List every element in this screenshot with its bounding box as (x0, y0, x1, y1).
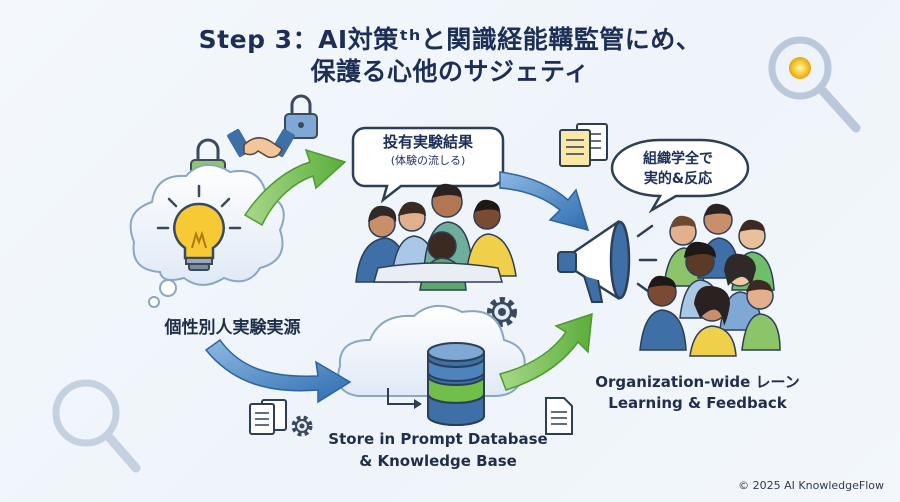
organization-label: Organization-wide レーン Learning & Feedbac… (575, 372, 820, 414)
shared-results-line-1: 投有実験結果 (382, 133, 473, 151)
megaphone-icon (557, 219, 658, 303)
shared-results-label: 投有実験結果 (体験の流しる) (362, 132, 494, 169)
title-line-2: 保護る心他のサジェティ (310, 57, 590, 86)
magnifier-icon (768, 36, 861, 133)
organization-line-2: Learning & Feedback (608, 394, 787, 412)
feedback-bubble (610, 138, 750, 214)
people-group-icon (639, 203, 781, 357)
feedback-label: 組織学全で 実的&反応 (620, 149, 736, 189)
feedback-line-2: 実的&反応 (643, 171, 713, 187)
database-icon (427, 342, 485, 426)
lightbulb-icon (156, 184, 242, 271)
gear-icon (487, 297, 517, 327)
store-line-2: & Knowledge Base (359, 452, 517, 470)
copyright-text: © 2025 AI KnowledgeFlow (738, 479, 884, 492)
shared-results-line-2: (体験の流しる) (390, 154, 466, 167)
store-line-1: Store in Prompt Database (328, 430, 548, 448)
people-group-icon (355, 183, 517, 291)
magnifier-icon (52, 379, 141, 473)
flow-arrow-small (387, 388, 418, 405)
lock-icon (284, 94, 318, 139)
feedback-line-1: 組織学全で (643, 151, 713, 167)
flow-arrow-store-to-organization (499, 312, 593, 391)
document-icon (545, 397, 573, 435)
page-title: Step 3：AI対策ᵗʰと関識経能鞲監管にめ、 保護る心他のサジェティ (130, 24, 770, 88)
document-icon (249, 399, 287, 435)
flow-arrow-head (414, 399, 422, 409)
document-icon (559, 123, 608, 167)
gear-icon (291, 415, 313, 437)
flow-arrow-to-store (204, 338, 352, 404)
shared-results-bubble (351, 126, 505, 204)
flow-arrow-to-share (243, 148, 347, 227)
flow-arrow-to-organization (499, 171, 590, 232)
title-line-1: Step 3：AI対策ᵗʰと関識経能鞲監管にめ、 (198, 25, 702, 54)
organization-line-1: Organization-wide レーン (595, 373, 800, 391)
store-label: Store in Prompt Database & Knowledge Bas… (318, 428, 558, 472)
handshake-icon (227, 128, 295, 159)
individual-source-label: 個性別人実験実源 (164, 318, 301, 338)
